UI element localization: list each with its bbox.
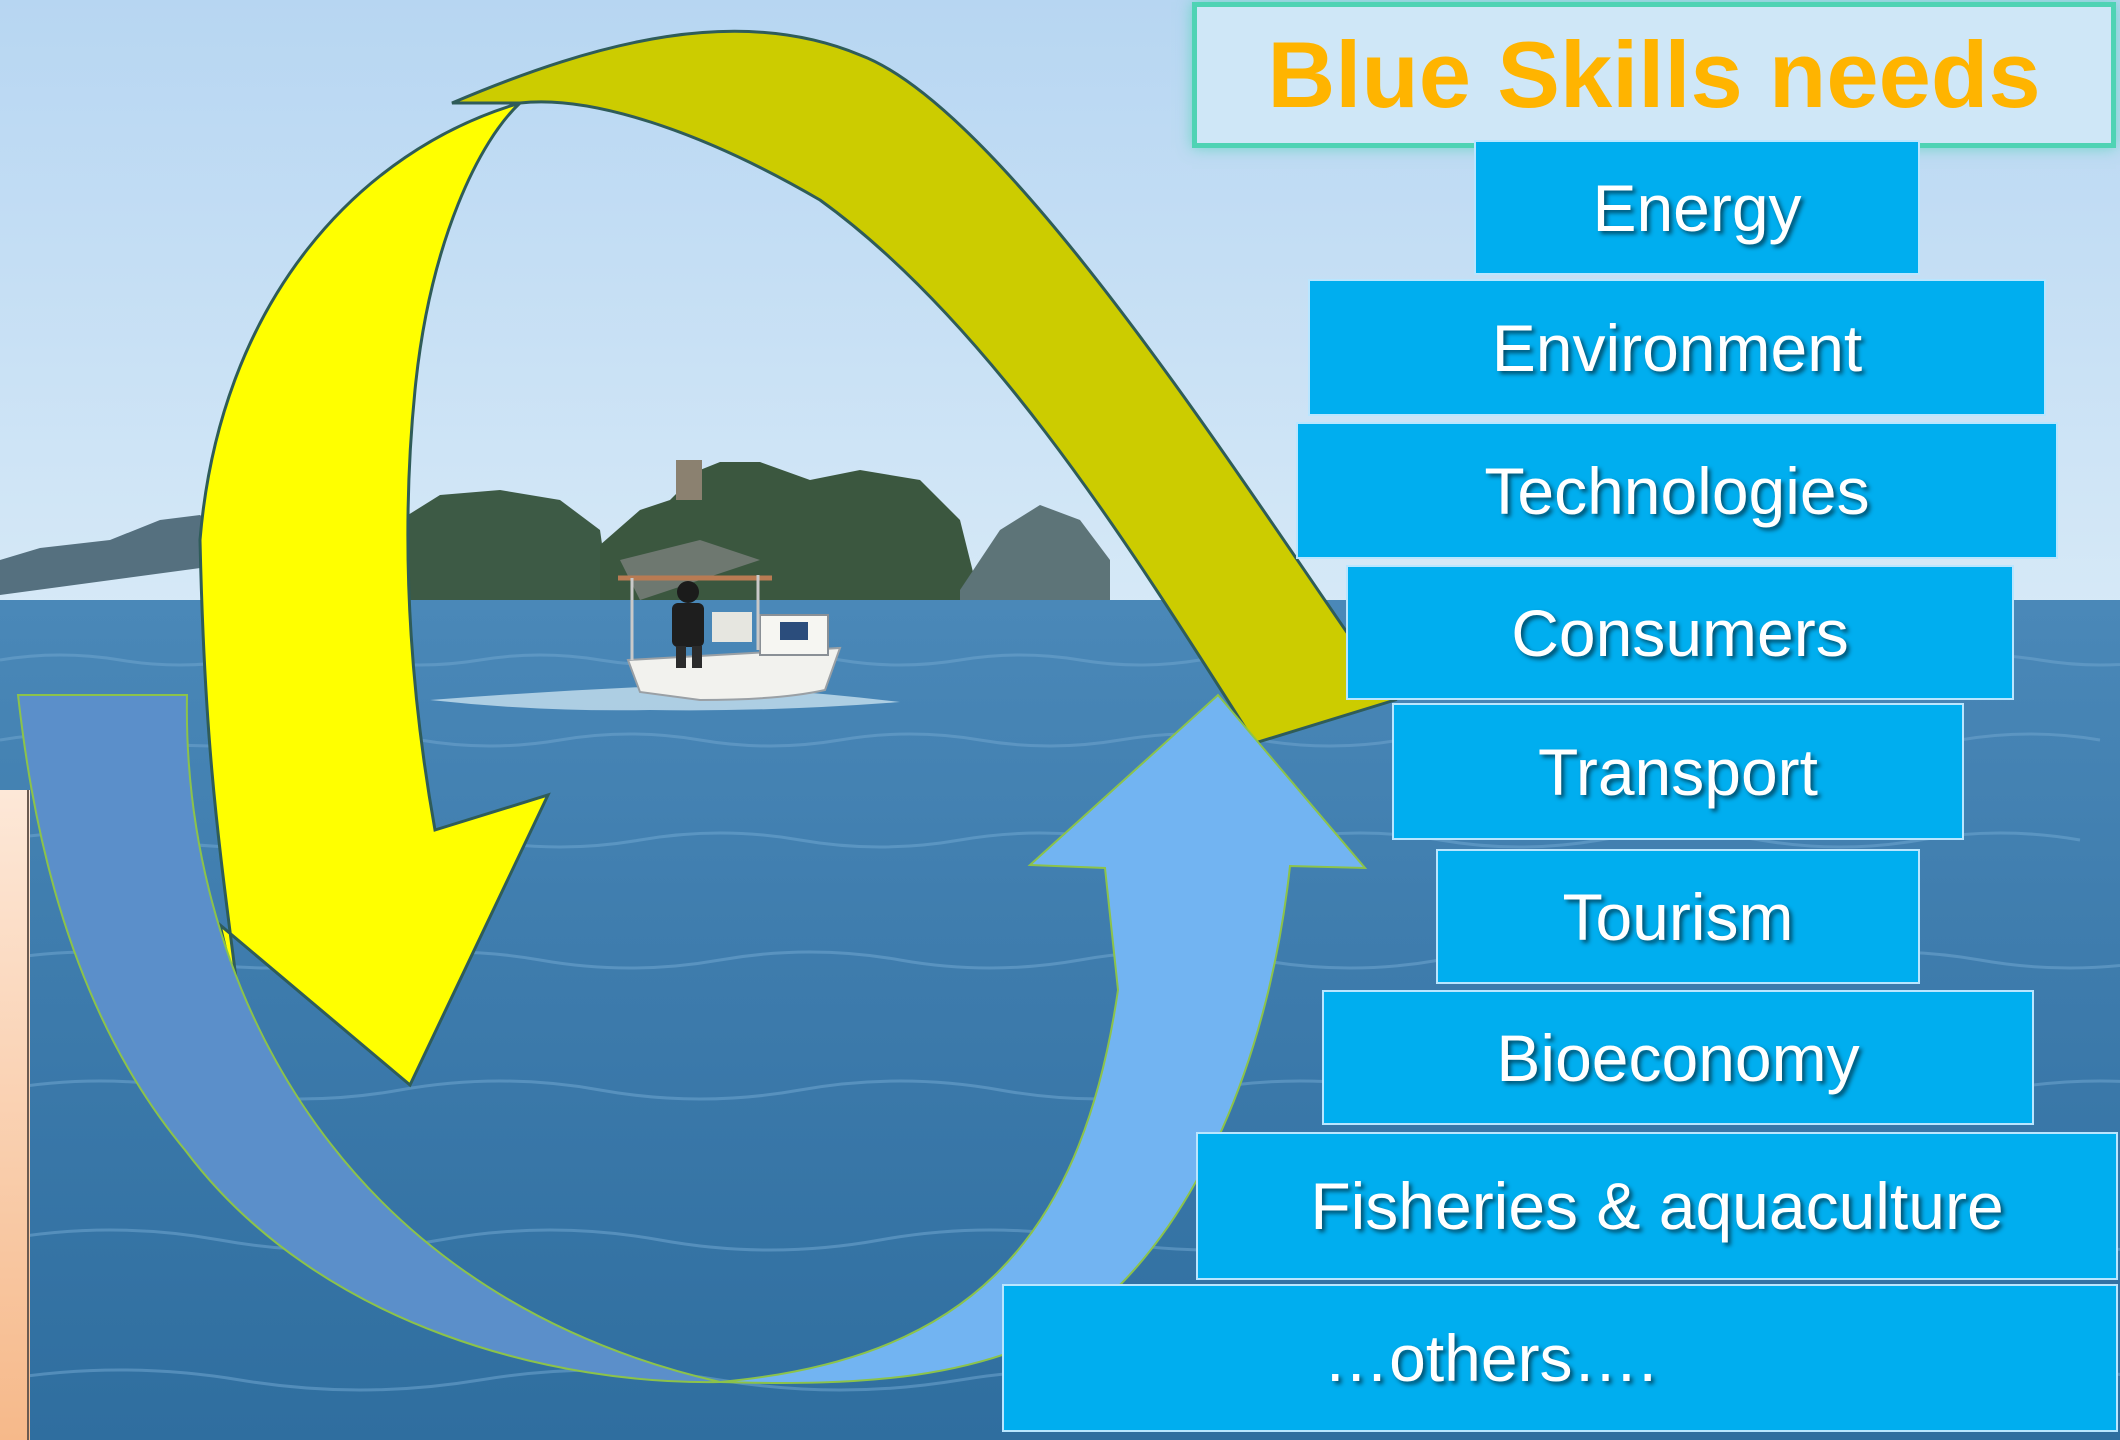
sector-transport: Transport xyxy=(1392,703,1964,840)
sector-label: Technologies xyxy=(1484,453,1870,528)
sector-fisheries-aquaculture: Fisheries & aquaculture xyxy=(1196,1132,2118,1280)
sector-label: Transport xyxy=(1538,734,1818,809)
sector-others: …others…. xyxy=(1002,1284,2118,1432)
diagram-title: Blue Skills needs xyxy=(1267,22,2041,127)
island-silhouette xyxy=(0,460,1110,600)
sector-environment: Environment xyxy=(1308,279,2046,416)
sector-energy: Energy xyxy=(1474,140,1920,275)
light-blue-arrow xyxy=(719,693,1368,1384)
sector-label: Energy xyxy=(1592,170,1802,245)
sector-label: Tourism xyxy=(1562,879,1794,954)
sector-label: Environment xyxy=(1491,310,1863,385)
sector-label: Fisheries & aquaculture xyxy=(1310,1169,2004,1243)
sector-consumers: Consumers xyxy=(1346,565,2014,700)
sector-label: Consumers xyxy=(1511,595,1849,670)
sector-technologies: Technologies xyxy=(1296,422,2058,559)
fishing-boat-icon xyxy=(618,575,842,702)
sector-label: …others…. xyxy=(1323,1321,1657,1395)
sector-bioeconomy: Bioeconomy xyxy=(1322,990,2034,1125)
cycle-arrows-icon xyxy=(16,29,1398,1384)
sector-tourism: Tourism xyxy=(1436,849,1920,984)
steel-blue-arrow-band xyxy=(16,694,721,1384)
title-box: Blue Skills needs xyxy=(1192,2,2116,148)
sector-label: Bioeconomy xyxy=(1496,1020,1860,1095)
